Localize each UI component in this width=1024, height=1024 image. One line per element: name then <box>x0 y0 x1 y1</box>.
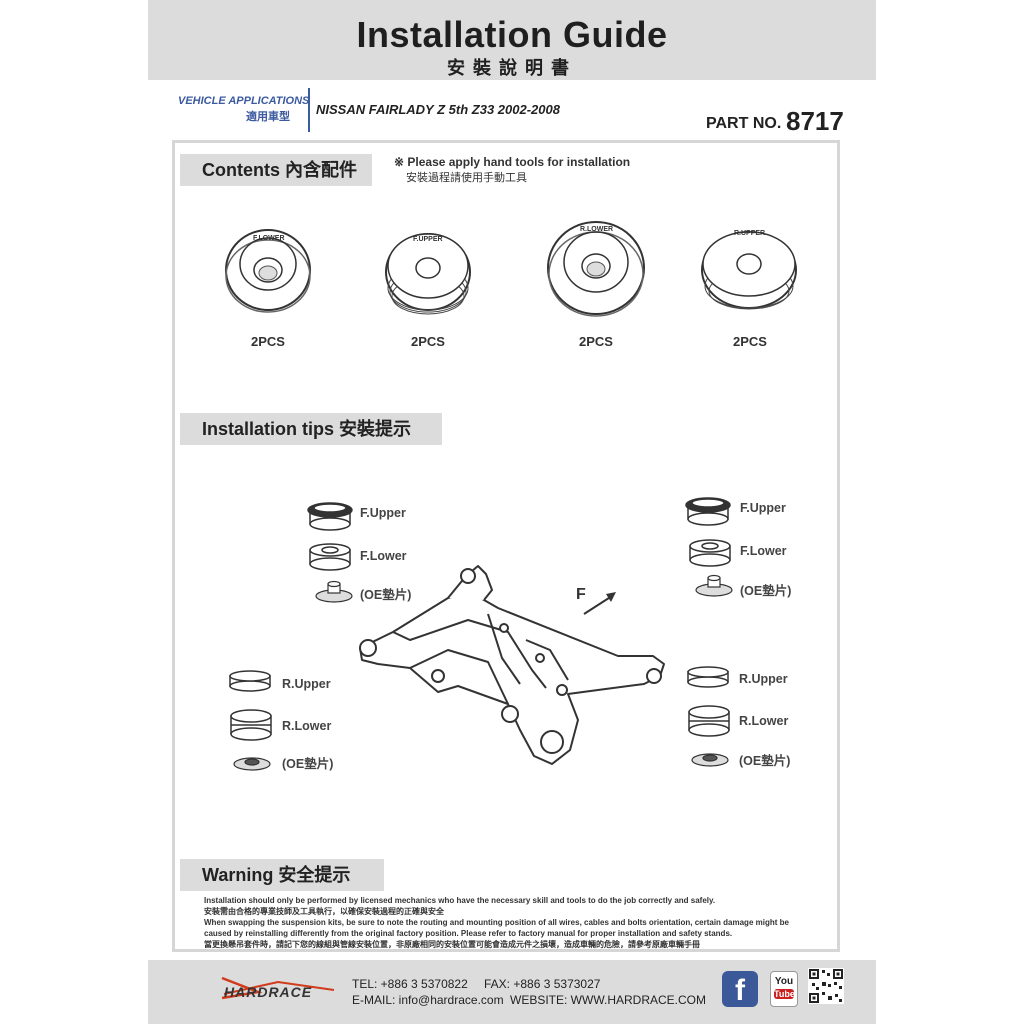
warning-line-3: When swapping the suspension kits, be su… <box>204 918 789 927</box>
youtube-icon-top: You <box>774 976 794 987</box>
contents-section-title: Contents 內含配件 <box>180 154 372 186</box>
label-right-f-upper: F.Upper <box>740 501 786 515</box>
label-right-f-lower: F.Lower <box>740 544 787 558</box>
hand-tools-note-zh: 安裝過程請使用手動工具 <box>406 172 527 184</box>
facebook-icon[interactable]: f <box>722 971 758 1007</box>
vehicle-applications-label: VEHICLE APPLICATIONS <box>178 95 310 107</box>
contents-parts-illustration: F.LOWER F.UPPER R.LOWER R.UPPER <box>225 221 797 317</box>
youtube-icon-bottom: Tube <box>774 989 795 999</box>
part-f-lower-icon <box>225 229 311 313</box>
left-front-oe-shim-icon <box>315 580 353 603</box>
left-front-upper-bushing-icon <box>307 502 353 531</box>
vehicle-divider <box>308 88 310 132</box>
content-frame <box>172 140 840 952</box>
part-f-upper-icon <box>385 233 471 315</box>
qr-code-icon[interactable] <box>808 968 844 1004</box>
warning-line-5: 當更換懸吊套件時，請記下您的線組與管線安裝位置，非原廠相同的安裝位置可能會造成元… <box>204 940 700 949</box>
hardrace-logo-icon <box>221 976 335 1000</box>
label-left-f-upper: F.Upper <box>360 506 406 520</box>
fax-number: FAX: +886 3 5373027 <box>484 977 601 991</box>
label-left-r-upper: R.Upper <box>282 677 331 691</box>
vehicle-name: NISSAN FAIRLADY Z 5th Z33 2002-2008 <box>316 102 560 117</box>
warning-line-4: caused by reinstalling differently from … <box>204 929 733 938</box>
warning-section-title: Warning 安全提示 <box>180 859 384 891</box>
part-number: 8717 <box>786 106 844 136</box>
qty-f-upper: 2PCS <box>411 334 445 349</box>
qty-r-lower: 2PCS <box>579 334 613 349</box>
installation-guide-sheet: Installation Guide 安裝說明書 VEHICLE APPLICA… <box>148 0 876 1024</box>
qty-r-upper: 2PCS <box>733 334 767 349</box>
email-link[interactable]: E-MAIL: info@hardrace.com <box>352 993 504 1007</box>
warning-line-2: 安裝需由合格的專業技師及工具執行，以確保安裝過程的正確與安全 <box>204 907 444 916</box>
right-rear-lower-bushing-icon <box>688 705 730 737</box>
left-rear-oe-shim-icon <box>233 757 271 771</box>
part-r-lower-icon <box>547 221 645 317</box>
left-front-lower-bushing-icon <box>309 543 351 571</box>
right-front-oe-shim-icon <box>695 574 733 597</box>
left-rear-lower-bushing-icon <box>230 709 272 741</box>
label-right-r-upper: R.Upper <box>739 672 788 686</box>
warning-line-1: Installation should only be performed by… <box>204 896 716 905</box>
part-label-r-lower: R.LOWER <box>580 226 613 233</box>
part-label-r-upper: R.UPPER <box>734 230 765 237</box>
header-band <box>148 0 876 80</box>
label-right-r-oe-shim: (OE墊片) <box>739 754 791 768</box>
label-left-r-lower: R.Lower <box>282 719 332 733</box>
front-direction-arrow-icon <box>583 592 616 615</box>
label-right-r-lower: R.Lower <box>739 714 789 728</box>
installation-diagram <box>229 497 733 771</box>
right-rear-upper-bushing-icon <box>687 666 729 688</box>
right-front-lower-bushing-icon <box>689 539 731 567</box>
phone-number: TEL: +886 3 5370822 <box>352 977 468 991</box>
page-title-zh: 安裝說明書 <box>447 58 577 78</box>
part-r-upper-icon <box>701 231 797 310</box>
label-right-f-oe-shim: (OE墊片) <box>740 584 792 598</box>
brand-name: HARDRACE <box>224 984 313 1000</box>
front-direction-label: F <box>576 586 586 603</box>
vehicle-applications-label-zh: 適用車型 <box>246 111 290 123</box>
page-title: Installation Guide <box>356 14 668 55</box>
part-number-label: PART NO. <box>706 115 782 132</box>
right-rear-oe-shim-icon <box>691 753 729 767</box>
qty-f-lower: 2PCS <box>251 334 285 349</box>
label-left-r-oe-shim: (OE墊片) <box>282 757 334 771</box>
label-left-f-oe-shim: (OE墊片) <box>360 588 412 602</box>
label-left-f-lower: F.Lower <box>360 549 407 563</box>
left-rear-upper-bushing-icon <box>229 670 271 692</box>
youtube-icon[interactable]: You Tube <box>770 971 798 1007</box>
website-link[interactable]: WEBSITE: WWW.HARDRACE.COM <box>510 993 706 1007</box>
subframe-illustration <box>359 565 665 765</box>
part-label-f-lower: F.LOWER <box>253 235 285 242</box>
right-front-upper-bushing-icon <box>685 497 731 526</box>
hand-tools-note: ※ Please apply hand tools for installati… <box>394 155 631 169</box>
part-label-f-upper: F.UPPER <box>413 236 443 243</box>
installation-tips-section-title: Installation tips 安裝提示 <box>180 413 442 445</box>
